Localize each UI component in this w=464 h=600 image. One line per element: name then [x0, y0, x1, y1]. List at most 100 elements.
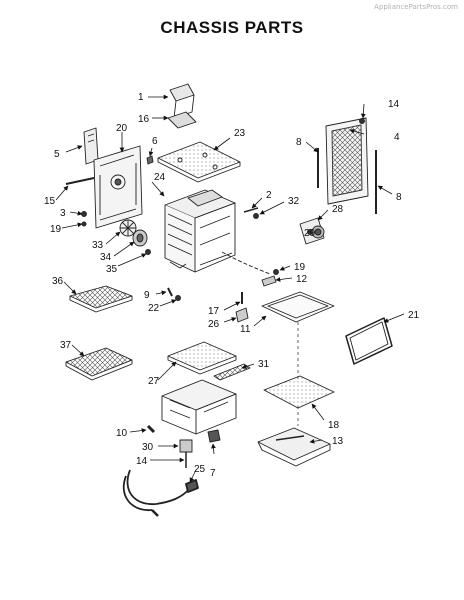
callout-18: 18 [328, 420, 340, 431]
part-4-door-frame [325, 117, 369, 205]
callout-22: 22 [148, 303, 160, 314]
part-32-screw [253, 213, 259, 219]
callout-37: 37 [60, 340, 72, 351]
leader-8-left [305, 141, 319, 153]
part-3-screw [81, 211, 87, 217]
part-30-terminal [179, 439, 193, 453]
callout-29: 29 [304, 228, 316, 239]
leader-23 [213, 137, 231, 151]
part-14-screw-top [359, 118, 365, 124]
callout-19-right: 19 [294, 262, 306, 273]
leader-14-top [360, 103, 366, 119]
part-22-screw [175, 295, 181, 301]
part-11-bottom-panel [261, 291, 335, 323]
wire-harness-upper [221, 251, 271, 275]
callout-31: 31 [258, 359, 270, 370]
callout-5: 5 [54, 149, 60, 160]
part-29-knob [307, 229, 313, 235]
callout-14-lower: 14 [136, 456, 148, 467]
part-19-screw-right [273, 269, 279, 275]
leader-13 [309, 438, 323, 444]
callout-16: 16 [138, 114, 150, 125]
callout-32: 32 [288, 196, 300, 207]
callout-13: 13 [332, 436, 344, 447]
part-18-tray [263, 375, 335, 409]
leader-10 [129, 428, 147, 433]
part-2-screw [243, 207, 259, 213]
callout-1: 1 [138, 92, 144, 103]
page-title: CHASSIS PARTS [160, 18, 304, 37]
leader-11 [253, 315, 267, 327]
callout-17: 17 [208, 306, 220, 317]
part-31-element [213, 363, 251, 381]
part-25-wire-harness [122, 469, 199, 517]
leader-28 [317, 209, 329, 221]
part-9-pin [167, 287, 173, 297]
part-28-knob-assembly [299, 217, 325, 245]
callout-19-left: 19 [50, 224, 62, 235]
part-35-nut [145, 249, 151, 255]
part-37-rack [65, 347, 133, 381]
callout-25: 25 [194, 464, 206, 475]
callout-9: 9 [144, 290, 150, 301]
leader-32 [259, 201, 285, 215]
leader-8-right [377, 185, 393, 195]
callout-10: 10 [116, 428, 128, 439]
callout-23: 23 [234, 128, 246, 139]
callout-3: 3 [60, 208, 66, 219]
callout-11: 11 [240, 324, 251, 335]
leader-31 [241, 363, 255, 369]
leader-3 [69, 210, 83, 216]
leader-12 [275, 277, 293, 282]
leader-36 [63, 281, 77, 295]
part-20-back-panel [93, 145, 143, 229]
leader-26 [223, 317, 237, 323]
part-36-rack [69, 285, 133, 313]
leader-22 [159, 299, 177, 307]
leader-35 [117, 253, 147, 267]
callout-36: 36 [52, 276, 64, 287]
part-7-clip [207, 429, 221, 443]
leader-21 [383, 313, 405, 323]
callout-33: 33 [92, 240, 104, 251]
leader-7 [211, 443, 216, 455]
part-13-drawer [257, 427, 331, 467]
part-12-bracket [261, 275, 277, 287]
callout-30: 30 [142, 442, 154, 453]
leader-19-left [61, 222, 83, 229]
part-10-spring [146, 424, 156, 434]
part-5-bracket [83, 127, 99, 165]
leader-24 [151, 181, 165, 197]
leader-9 [155, 290, 167, 296]
leader-17 [223, 301, 241, 311]
callout-27: 27 [148, 376, 160, 387]
leader-33 [105, 231, 121, 245]
callout-34: 34 [100, 252, 112, 263]
callout-12: 12 [296, 274, 308, 285]
part-6-clip [146, 155, 154, 165]
leader-2 [251, 197, 263, 209]
callout-28: 28 [332, 204, 344, 215]
part-26-bracket [235, 307, 249, 323]
callout-24: 24 [154, 172, 166, 183]
leader-25 [189, 469, 197, 483]
callout-26: 26 [208, 319, 220, 330]
leader-34 [113, 241, 135, 257]
callout-7: 7 [210, 468, 216, 479]
leader-37 [71, 344, 85, 357]
leader-5 [65, 145, 83, 153]
callout-21: 21 [408, 310, 420, 321]
leader-15 [55, 185, 69, 201]
part-24-oven-cavity [164, 189, 236, 273]
part-21-gasket [345, 317, 393, 365]
lower-chassis-frame [161, 379, 237, 435]
leader-18 [311, 403, 325, 421]
part-33-fan [119, 219, 137, 237]
callout-2: 2 [266, 190, 272, 201]
callout-8-left: 8 [296, 137, 302, 148]
callout-6: 6 [152, 136, 158, 147]
part-27-lower-panel [167, 341, 237, 375]
leader-4 [349, 128, 365, 135]
